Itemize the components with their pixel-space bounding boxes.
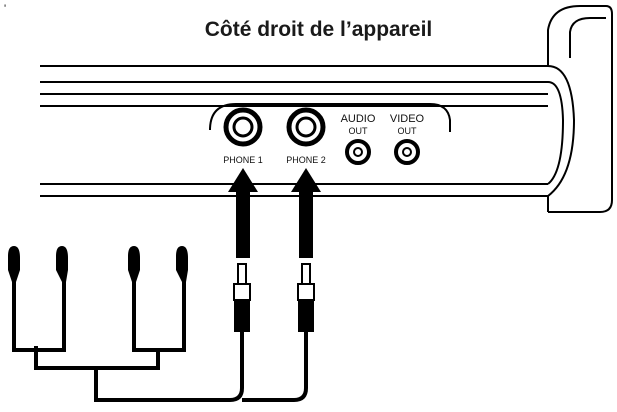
device-body bbox=[40, 5, 613, 213]
page-title: Côté droit de l’appareil bbox=[204, 18, 433, 41]
port-phone-2: PHONE 2 bbox=[286, 107, 326, 165]
plug-icon bbox=[233, 263, 251, 332]
plug-icon bbox=[297, 263, 315, 332]
port-label-video-out: OUT bbox=[398, 126, 418, 136]
audio-jack-icon bbox=[394, 139, 420, 165]
port-label-phone-2: PHONE 2 bbox=[286, 155, 326, 165]
arrow-up-icon bbox=[228, 168, 258, 258]
port-label-audio: AUDIO bbox=[341, 113, 376, 125]
port-label-audio-out: OUT bbox=[349, 126, 369, 136]
arrow-up-icon bbox=[291, 168, 321, 258]
headphone-icon bbox=[8, 246, 68, 282]
headphone-icon bbox=[128, 246, 188, 282]
port-video-out: VIDEO OUT bbox=[390, 113, 425, 165]
audio-jack-icon bbox=[223, 107, 263, 147]
audio-jack-icon bbox=[286, 107, 326, 147]
port-audio-out: AUDIO OUT bbox=[341, 113, 376, 165]
corner-mark: ' bbox=[4, 3, 6, 15]
port-phone-1: PHONE 1 bbox=[223, 107, 263, 165]
port-label-phone-1: PHONE 1 bbox=[223, 155, 263, 165]
port-label-video: VIDEO bbox=[390, 113, 425, 125]
headphone-cables bbox=[12, 282, 308, 402]
audio-jack-icon bbox=[345, 139, 371, 165]
